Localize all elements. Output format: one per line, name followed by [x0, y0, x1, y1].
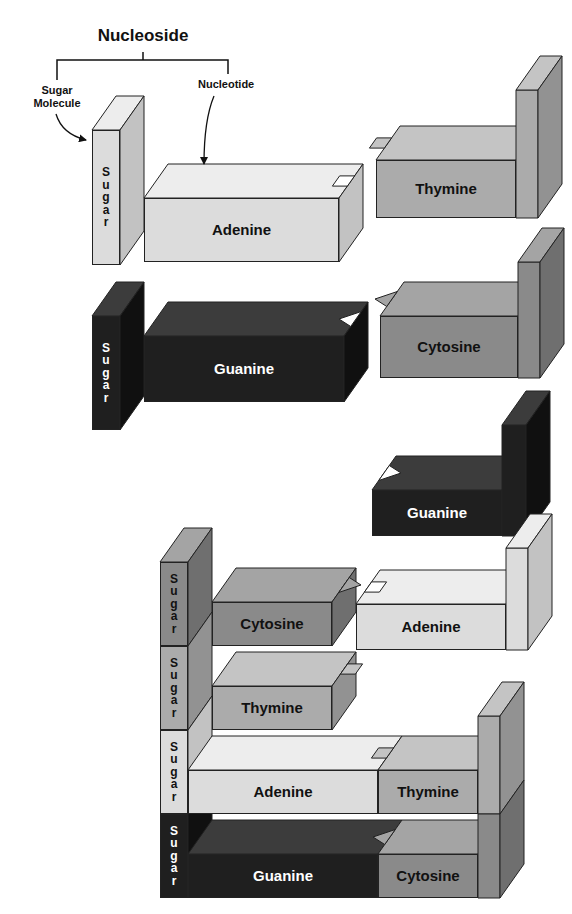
callout-label: Sugar Molecule [26, 84, 88, 110]
joint-tab [340, 664, 362, 674]
base-block: Adenine [144, 198, 339, 262]
backbone-pillar-side [540, 228, 564, 378]
base-top-face [188, 820, 402, 854]
joint-tab [339, 578, 361, 593]
base-block: Cytosine [212, 602, 332, 646]
sugar-block: Sugar [160, 562, 188, 646]
backbone-pillar-side [538, 56, 562, 218]
sugar-label: Sugar [169, 573, 179, 636]
backbone-pillar [518, 262, 540, 378]
base-block: Adenine [356, 604, 506, 650]
backbone-pillar [502, 425, 526, 536]
base-top-face [212, 652, 356, 686]
base-top-face [144, 164, 363, 198]
callout-label: Nucleotide [198, 78, 254, 91]
bracket-tick [142, 52, 144, 60]
joint-notch [339, 312, 361, 327]
base-name: Cytosine [240, 615, 303, 632]
bracket [57, 60, 228, 80]
base-block: Cytosine [378, 854, 478, 898]
block-faces [92, 56, 564, 898]
base-name: Guanine [214, 360, 274, 377]
base-top-face [212, 568, 356, 602]
joint-tab [375, 292, 397, 307]
joint-notch [364, 582, 386, 592]
joint-tab [369, 138, 391, 148]
sugar-label: Sugar [169, 825, 179, 888]
base-top-face [376, 126, 540, 160]
base-name: Thymine [241, 699, 303, 716]
base-block: Cytosine [380, 316, 518, 378]
base-top-face [144, 302, 368, 336]
backbone-pillar [478, 814, 500, 898]
leader-arrow [204, 96, 214, 164]
base-block: Guanine [372, 490, 502, 536]
base-block: Thymine [378, 770, 478, 814]
base-name: Guanine [253, 867, 313, 884]
sugar-block: Sugar [92, 316, 120, 430]
joint-seam [371, 748, 393, 758]
base-block: Guanine [144, 336, 344, 402]
sugar-block: Sugar [160, 730, 188, 814]
base-block: Guanine [188, 854, 378, 898]
base-block: Thymine [212, 686, 332, 730]
sugar-label: Sugar [101, 342, 111, 405]
leader-arrow [56, 114, 86, 140]
group-label: Nucleoside [98, 26, 189, 46]
base-top-face [356, 570, 530, 604]
backbone-pillar [478, 716, 500, 814]
backbone-pillar-side [500, 780, 524, 898]
base-name: Adenine [212, 221, 271, 238]
backbone-pillar [506, 548, 528, 650]
base-name: Thymine [397, 783, 459, 800]
joint-notch [332, 176, 354, 186]
backbone-pillar [516, 90, 538, 218]
base-name: Thymine [415, 180, 477, 197]
base-top-face [188, 736, 402, 770]
sugar-block: Sugar [160, 814, 188, 898]
base-name: Guanine [407, 504, 467, 521]
sugar-side-face [120, 282, 144, 430]
sugar-block: Sugar [160, 646, 188, 730]
sugar-block: Sugar [92, 130, 120, 265]
joint-seam [373, 830, 395, 845]
base-name: Adenine [401, 618, 460, 635]
base-block: Adenine [188, 770, 378, 814]
sugar-label: Sugar [169, 657, 179, 720]
sugar-side-face [120, 96, 144, 265]
base-name: Adenine [253, 783, 312, 800]
sugar-label: Sugar [101, 166, 111, 229]
joint-notch [379, 466, 401, 481]
backbone-pillar-side [528, 514, 552, 650]
sugar-label: Sugar [169, 741, 179, 804]
base-name: Cytosine [396, 867, 459, 884]
base-name: Cytosine [417, 338, 480, 355]
base-block: Thymine [376, 160, 516, 218]
